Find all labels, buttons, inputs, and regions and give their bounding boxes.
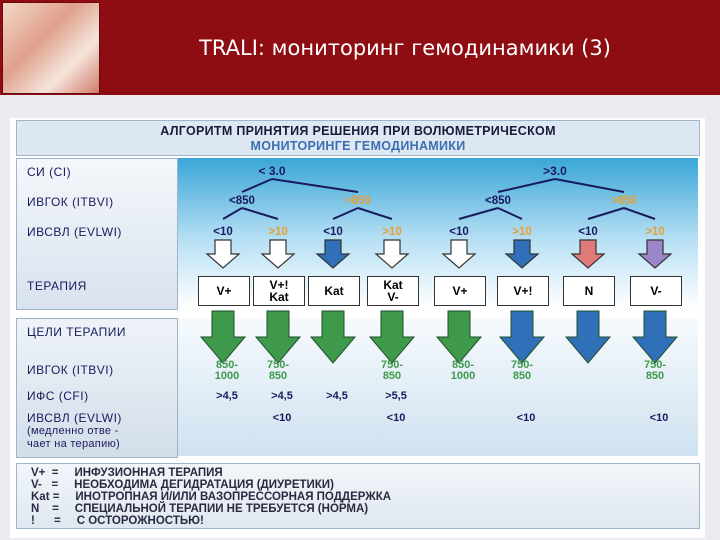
tree-connector [497, 178, 556, 193]
goal-cfi-value: >4,5 [216, 390, 238, 402]
ci-value: < 3.0 [258, 164, 285, 178]
itbvi-value: <850 [485, 195, 511, 207]
goal-arrow [564, 310, 612, 364]
goal-arrow [254, 310, 302, 364]
itbvi-value: >850 [611, 195, 637, 207]
therapy-box: V+ [198, 276, 250, 306]
direction-arrow [205, 239, 241, 269]
label-evlwi: ИВСВЛ (EVLWI) [27, 225, 122, 239]
goal-itbvi-value: 1000 [215, 370, 239, 382]
evlwi-value: >10 [268, 226, 288, 238]
itbvi-value: <850 [229, 195, 255, 207]
goal-itbvi-value: 750- [381, 359, 403, 371]
therapy-box: V+! [497, 276, 549, 306]
legend-item: ! = С ОСТОРОЖНОСТЬЮ! [31, 515, 204, 527]
tree-connector [241, 178, 273, 193]
tree-connector [623, 207, 656, 220]
tree-connector [357, 207, 393, 220]
goal-cfi-value: >5,5 [385, 390, 407, 402]
goal-itbvi-value: 850 [513, 370, 531, 382]
label-goal-evlwi-note2: чает на терапию) [27, 438, 121, 450]
label-therapy: ТЕРАПИЯ [27, 279, 87, 293]
label-goal-evlwi: ИВСВЛ (EVLWI) [27, 411, 122, 425]
tree-connector [587, 207, 625, 220]
label-ci: СИ (CI) [27, 165, 72, 179]
legend-box: V+ = ИНФУЗИОННАЯ ТЕРАПИЯ V- = НЕОБХОДИМА… [16, 463, 700, 529]
title-bar: TRALI: мониторинг гемодинамики (3) [0, 0, 720, 95]
goal-evlwi-value: <10 [387, 412, 406, 424]
diagram-area: АЛГОРИТМ ПРИНЯТИЯ РЕШЕНИЯ ПРИ ВОЛЮМЕТРИЧ… [10, 118, 705, 538]
goal-itbvi-value: 850 [383, 370, 401, 382]
goal-itbvi-value: 750- [267, 359, 289, 371]
direction-arrow [504, 239, 540, 269]
goal-arrow [199, 310, 247, 364]
tree-connector [554, 178, 625, 193]
label-itbvi: ИВГОК (ITBVI) [27, 195, 114, 209]
evlwi-value: >10 [645, 226, 665, 238]
tree-connector [458, 207, 499, 220]
goal-evlwi-value: <10 [650, 412, 669, 424]
goal-arrow [631, 310, 679, 364]
goal-itbvi-value: 850- [216, 359, 238, 371]
diagram-title-line1: АЛГОРИТМ ПРИНЯТИЯ РЕШЕНИЯ ПРИ ВОЛЮМЕТРИЧ… [160, 124, 556, 138]
goal-arrow [309, 310, 357, 364]
goal-arrow [435, 310, 483, 364]
label-goal-evlwi-note1: (медленно отве - [27, 425, 119, 437]
direction-arrow [315, 239, 351, 269]
goal-itbvi-value: 750- [644, 359, 666, 371]
goal-itbvi-value: 850- [452, 359, 474, 371]
direction-arrow [441, 239, 477, 269]
therapy-box: Kat V- [367, 276, 419, 306]
goals-labels-panel: ЦЕЛИ ТЕРАПИИ ИВГОК (ITBVI) ИФС (CFI) ИВС… [16, 318, 178, 458]
legend-item: N = СПЕЦИАЛЬНОЙ ТЕРАПИИ НЕ ТРЕБУЕТСЯ (НО… [31, 503, 369, 515]
goal-itbvi-value: 850 [269, 370, 287, 382]
evlwi-value: <10 [213, 226, 233, 238]
therapy-box: N [563, 276, 615, 306]
direction-arrow [637, 239, 673, 269]
label-goal-itbvi: ИВГОК (ITBVI) [27, 363, 114, 377]
legend-item: V- = НЕОБХОДИМА ДЕГИДРАТАЦИЯ (ДИУРЕТИКИ) [31, 479, 334, 491]
diagram-overlay: < 3.0 >3.0 <850 >850 <850 >850 <10 >10 <10 >10 <10… [199, 164, 679, 424]
tree-connector [241, 207, 279, 220]
goal-itbvi-value: 1000 [451, 370, 475, 382]
direction-arrow [570, 239, 606, 269]
direction-arrow [374, 239, 410, 269]
evlwi-value: <10 [323, 226, 343, 238]
tree-connector [222, 207, 243, 220]
therapy-box: V+ [434, 276, 486, 306]
therapy-box: Kat [308, 276, 360, 306]
evlwi-value: <10 [578, 226, 598, 238]
therapy-box: V- [630, 276, 682, 306]
goal-evlwi-value: <10 [517, 412, 536, 424]
goal-evlwi-value: <10 [273, 412, 292, 424]
label-goal-cfi: ИФС (CFI) [27, 389, 89, 403]
diagram-title-box: АЛГОРИТМ ПРИНЯТИЯ РЕШЕНИЯ ПРИ ВОЛЮМЕТРИЧ… [16, 120, 700, 156]
goal-cfi-value: >4,5 [271, 390, 293, 402]
evlwi-value: <10 [449, 226, 469, 238]
direction-arrow [260, 239, 296, 269]
therapy-box: V+! Kat [253, 276, 305, 306]
tree-connector [332, 207, 359, 220]
goal-itbvi-value: 750- [511, 359, 533, 371]
evlwi-value: >10 [382, 226, 402, 238]
evlwi-value: >10 [512, 226, 532, 238]
slide-title: TRALI: мониторинг гемодинамики (3) [199, 35, 611, 60]
tree-connector [271, 178, 359, 193]
tree-connector [497, 207, 523, 220]
itbvi-value: >850 [345, 195, 371, 207]
label-goals: ЦЕЛИ ТЕРАПИИ [27, 325, 126, 339]
parameter-labels-panel: СИ (CI) ИВГОК (ITBVI) ИВСВЛ (EVLWI) ТЕРА… [16, 158, 178, 310]
diagram-title-line2: МОНИТОРИНГЕ ГЕМОДИНАМИКИ [250, 139, 466, 153]
goal-itbvi-value: 850 [646, 370, 664, 382]
goal-arrow [498, 310, 546, 364]
goal-cfi-value: >4,5 [326, 390, 348, 402]
legend-item: Kat = ИНОТРОПНАЯ И/ИЛИ ВАЗОПРЕССОРНАЯ ПО… [31, 491, 392, 503]
anatomy-illustration [2, 2, 100, 94]
legend-item: V+ = ИНФУЗИОННАЯ ТЕРАПИЯ [31, 467, 223, 479]
ci-value: >3.0 [543, 164, 567, 178]
goal-arrow [368, 310, 416, 364]
